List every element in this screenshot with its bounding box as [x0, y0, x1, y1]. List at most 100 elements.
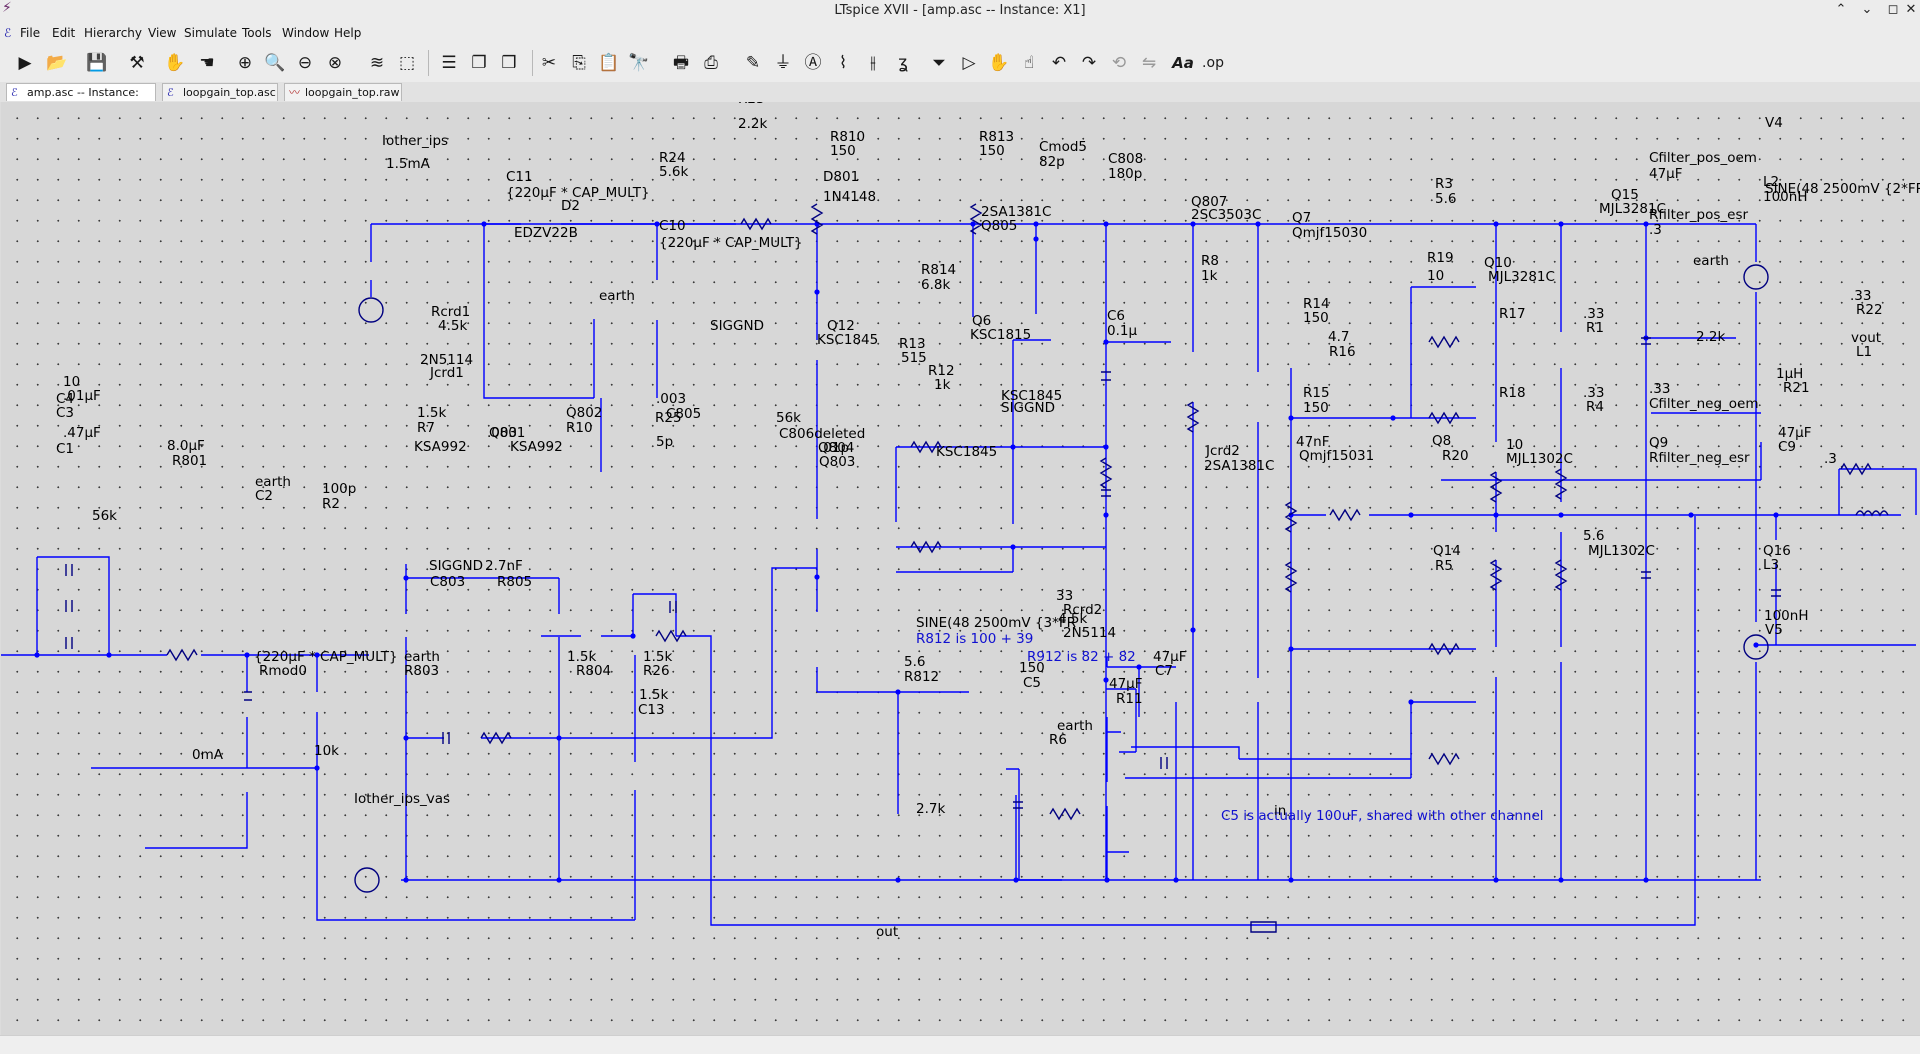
- schematic-label[interactable]: 2SA1381C: [981, 204, 1051, 220]
- diode-icon[interactable]: ⏷: [932, 53, 946, 73]
- schematic-label[interactable]: Q804: [818, 440, 854, 456]
- schematic-label[interactable]: SINE(48 2500mV {2*FR: [1765, 181, 1920, 197]
- print-icon[interactable]: 🖶: [672, 53, 690, 73]
- schematic-label[interactable]: Iother_ips_vas: [354, 791, 450, 807]
- schematic-label[interactable]: R15: [1303, 385, 1330, 401]
- schematic-label[interactable]: Q10: [1484, 255, 1512, 271]
- schematic-label[interactable]: R804: [576, 663, 611, 679]
- schematic-label[interactable]: Q6: [972, 313, 991, 329]
- schematic-label[interactable]: 82p: [1039, 154, 1065, 170]
- schematic-label[interactable]: 5p: [656, 434, 673, 450]
- schematic-label[interactable]: R10: [566, 420, 593, 436]
- zoom-fit-icon[interactable]: ⊗: [327, 53, 343, 73]
- schematic-label[interactable]: R4: [1586, 399, 1604, 415]
- schematic-label[interactable]: Q15: [1611, 187, 1639, 203]
- schematic-label[interactable]: .3: [1649, 222, 1662, 238]
- schematic-label[interactable]: 2.7nF: [485, 558, 523, 574]
- schematic-label[interactable]: C1: [56, 441, 74, 457]
- schematic-label[interactable]: KSA992: [510, 439, 563, 455]
- schematic-label[interactable]: 1µH: [1776, 366, 1803, 382]
- schematic-label[interactable]: L1: [1856, 344, 1872, 360]
- schematic-label[interactable]: R13: [899, 336, 926, 352]
- move-icon[interactable]: ✋: [988, 53, 1010, 73]
- schematic-label[interactable]: .01p: [819, 440, 849, 456]
- schematic-label[interactable]: 5.6: [904, 654, 925, 670]
- schematic-label[interactable]: 100p: [322, 481, 356, 497]
- schematic-label[interactable]: KSC1845: [817, 332, 878, 348]
- undo-icon[interactable]: ↶: [1051, 53, 1067, 73]
- schematic-label[interactable]: 47µF: [1778, 425, 1812, 441]
- schematic-label[interactable]: D801: [823, 169, 859, 185]
- schematic-label[interactable]: Q16: [1763, 543, 1791, 559]
- pan-icon[interactable]: ☚: [199, 53, 215, 73]
- schematic-label[interactable]: Q7: [1292, 210, 1311, 226]
- schematic-label[interactable]: 10: [1506, 437, 1523, 453]
- schematic-label[interactable]: 2.7k: [916, 801, 945, 817]
- schematic-label[interactable]: R3: [1435, 176, 1453, 192]
- schematic-label[interactable]: R16: [1329, 344, 1356, 360]
- zoom-in-icon[interactable]: ⊕: [237, 53, 253, 73]
- schematic-label[interactable]: 5.6k: [659, 164, 688, 180]
- schematic-label[interactable]: 1.5k: [417, 405, 446, 421]
- schematic-label[interactable]: earth: [1057, 718, 1093, 734]
- schematic-label[interactable]: MJL1302C: [1506, 451, 1573, 467]
- schematic-label[interactable]: SIGGND: [710, 318, 764, 334]
- schematic-label[interactable]: KSC1845: [1001, 388, 1062, 404]
- schematic-label[interactable]: 2SA1381C: [1204, 458, 1274, 474]
- schematic-label[interactable]: .33: [1850, 288, 1871, 304]
- schematic-label[interactable]: EDZV22B: [514, 225, 578, 241]
- schematic-label[interactable]: 1.5mA: [386, 156, 431, 172]
- schematic-label[interactable]: .01µF: [63, 388, 101, 404]
- zoom-area-icon[interactable]: 🔍: [264, 53, 286, 73]
- schematic-label[interactable]: Rfilter_pos_esr: [1649, 207, 1748, 223]
- component-icon[interactable]: ▷: [962, 53, 976, 73]
- schematic-label[interactable]: MJL3281C: [1599, 201, 1666, 217]
- schematic-label[interactable]: R801: [172, 453, 207, 469]
- schematic-label[interactable]: Jcrd2: [1205, 443, 1240, 459]
- schematic-label[interactable]: Q12: [827, 318, 855, 334]
- schematic-label[interactable]: R5: [1435, 558, 1453, 574]
- schematic-label[interactable]: R25: [655, 410, 682, 426]
- inductor-icon[interactable]: ʓ: [898, 53, 908, 73]
- schematic-label[interactable]: KSC1845: [936, 444, 997, 460]
- schematic-label[interactable]: Q802: [566, 405, 602, 421]
- schematic-label[interactable]: L2: [1763, 174, 1779, 190]
- waveform-icon[interactable]: ≋: [369, 53, 385, 73]
- schematic-label[interactable]: vout: [1851, 330, 1881, 346]
- find-icon[interactable]: 🔭: [628, 53, 650, 73]
- tab-amp-asc[interactable]: ℰ amp.asc -- Instance: X1: [6, 83, 156, 117]
- schematic-label[interactable]: earth: [1693, 253, 1729, 269]
- schematic-label[interactable]: 1k: [934, 377, 951, 393]
- schematic-label[interactable]: 150: [1303, 310, 1329, 326]
- schematic-label[interactable]: 6.8k: [921, 277, 950, 293]
- menu-edit[interactable]: Edit: [52, 26, 76, 40]
- schematic-label[interactable]: R6: [1049, 732, 1067, 748]
- schematic-label[interactable]: V4: [1765, 115, 1783, 131]
- schematic-label[interactable]: SIGGND: [1001, 400, 1055, 416]
- schematic-label[interactable]: 0mA: [192, 747, 224, 763]
- schematic-label[interactable]: Q803: [819, 454, 855, 470]
- schematic-label[interactable]: R812: [904, 669, 939, 685]
- schematic-label[interactable]: 1.5k: [643, 649, 672, 665]
- schematic-label[interactable]: Qmjf15031: [1299, 448, 1374, 464]
- restore-icon[interactable]: ⌄: [1861, 2, 1873, 17]
- schematic-label[interactable]: R803: [404, 663, 439, 679]
- schematic-label[interactable]: 2N5114: [420, 352, 473, 368]
- schematic-label[interactable]: 5.6: [1583, 528, 1604, 544]
- schematic-label[interactable]: 2N5114: [1063, 625, 1116, 641]
- schematic-label[interactable]: Q805: [981, 218, 1017, 234]
- schematic-label[interactable]: V5: [1765, 622, 1783, 638]
- schematic-label[interactable]: 1.5k: [567, 649, 596, 665]
- copy-icon[interactable]: ⎘: [572, 53, 586, 73]
- schematic-label[interactable]: R18: [1499, 385, 1526, 401]
- schematic-label[interactable]: C13: [638, 702, 665, 718]
- schematic-label[interactable]: 1k: [1201, 268, 1218, 284]
- tile-horizontal-icon[interactable]: ☰: [441, 53, 457, 73]
- tab-loopgain-top-asc[interactable]: ℰ loopgain_top.asc: [162, 83, 278, 101]
- schematic-label[interactable]: R23: [738, 102, 765, 107]
- schematic-label[interactable]: R17: [1499, 306, 1526, 322]
- schematic-label[interactable]: KSA992: [414, 439, 467, 455]
- schematic-label[interactable]: C806deleted: [779, 426, 865, 442]
- schematic-label[interactable]: SINE(48 2500mV {3*FR: [916, 615, 1076, 631]
- open-icon[interactable]: 📂: [46, 53, 68, 73]
